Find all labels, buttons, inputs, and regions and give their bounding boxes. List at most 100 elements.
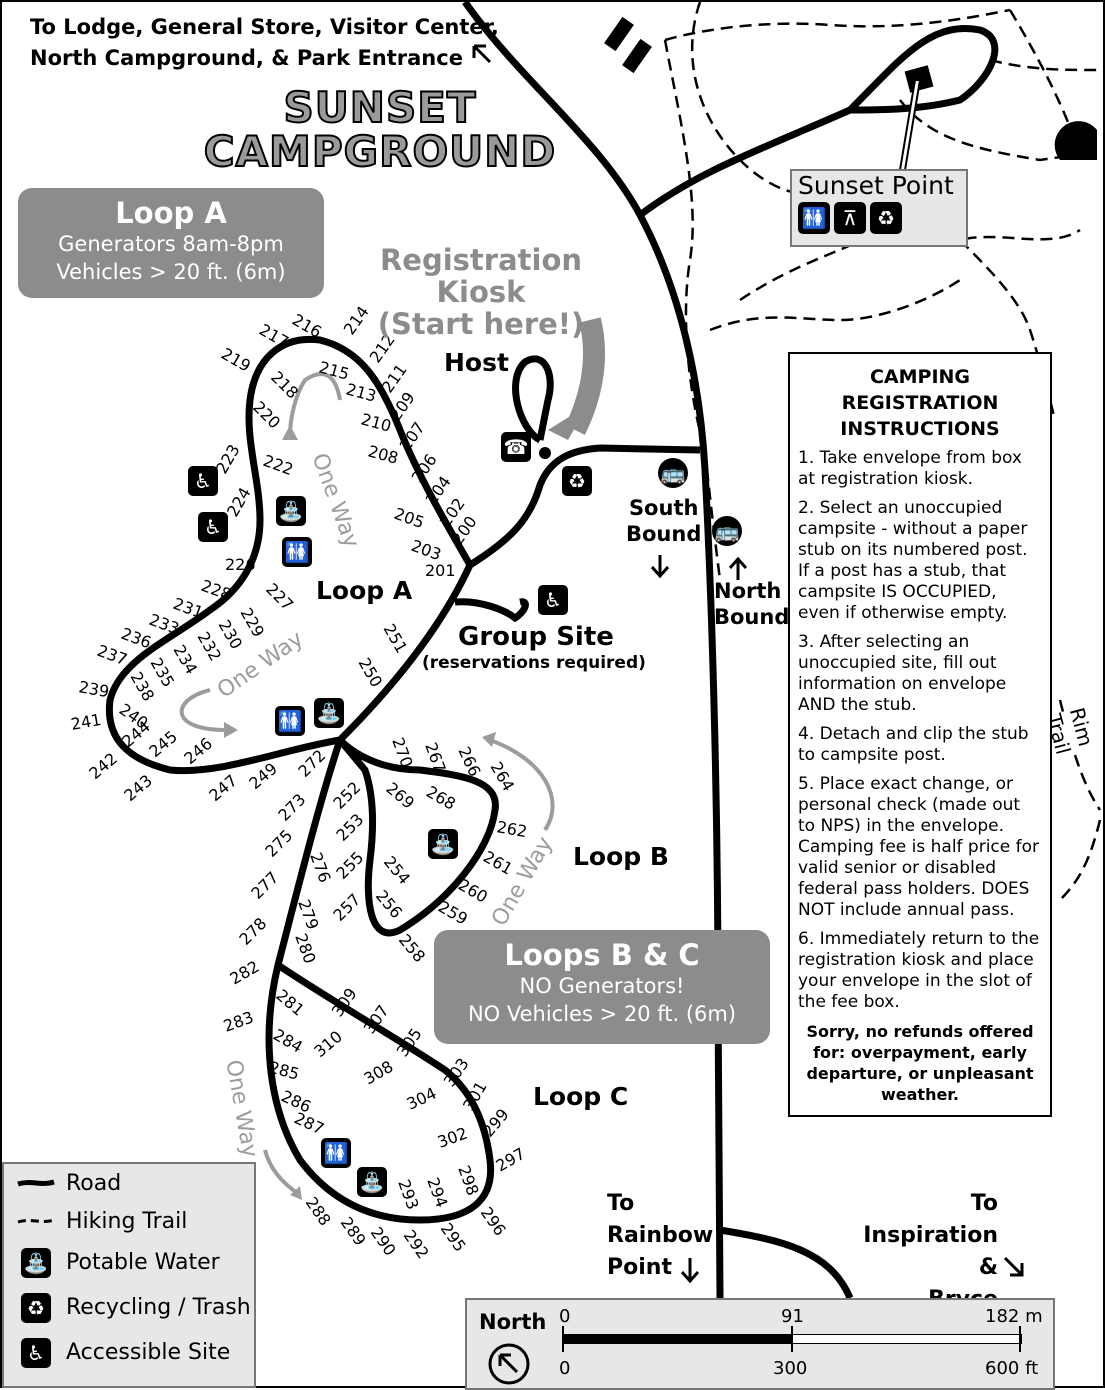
svg-text:276: 276: [306, 850, 334, 885]
loop-a-label: Loop A: [316, 576, 413, 605]
legend-label: Road: [66, 1170, 122, 1196]
svg-text:215: 215: [317, 358, 351, 384]
sunset-point-label: Sunset Point: [798, 171, 954, 200]
instruction-step: 5. Place exact change, or personal check…: [798, 774, 1040, 920]
svg-text:292: 292: [400, 1226, 433, 1262]
svg-text:201: 201: [425, 561, 456, 580]
recycling-icon: ♻: [562, 466, 592, 496]
north-bound-line-2: Bound: [714, 605, 790, 629]
svg-text:222: 222: [261, 451, 296, 479]
scale-bar-hollow: [792, 1334, 1022, 1344]
instructions-footer: Sorry, no refunds offered for: overpayme…: [806, 1022, 1034, 1104]
svg-text:277: 277: [247, 868, 282, 903]
map-legend: Road Hiking Trail ⛲ Potable Water ♻ Recy…: [2, 1162, 256, 1388]
hiking-trail-icon: [16, 1216, 56, 1226]
scale-ft-0: 0: [559, 1358, 571, 1379]
restroom-icon: 🚻: [275, 706, 305, 736]
campsite-numbers: 200 201 202 203 204 205 206 207 208 209 …: [69, 302, 528, 1262]
instructions-title-line-2: INSTRUCTIONS: [840, 418, 1000, 440]
to-rainbow-line-3: Point: [607, 1255, 672, 1280]
instruction-step: 1. Take envelope from box at registratio…: [798, 448, 1022, 489]
svg-text:258: 258: [395, 930, 429, 966]
svg-text:275: 275: [261, 826, 296, 861]
loop-a-box-generators: Generators 8am-8pm: [58, 232, 284, 256]
instruction-step: 3. After selecting an unoccupied site, f…: [798, 632, 1007, 715]
svg-text:247: 247: [205, 771, 241, 805]
svg-text:290: 290: [367, 1223, 400, 1259]
restroom-icon: 🚻: [282, 537, 312, 567]
viewpoint-icon: [1054, 121, 1097, 160]
restroom-icon: 🚻: [321, 1138, 351, 1168]
kiosk-arrowhead: [548, 405, 588, 440]
south-bound-line-2: Bound: [626, 522, 702, 546]
instruction-step: 2. Select an unoccupied campsite - witho…: [798, 498, 1028, 623]
scale-m-91: 91: [781, 1306, 804, 1327]
title-line-1: SUNSET: [282, 83, 477, 132]
south-bound-line-1: South: [628, 496, 699, 520]
loops-bc-info-box: Loops B & C NO Generators! NO Vehicles >…: [434, 930, 770, 1044]
svg-text:257: 257: [329, 890, 364, 925]
phone-icon: ☎: [501, 432, 531, 462]
accessible-icon: ♿: [198, 512, 228, 542]
registration-kiosk-label: Registration Kiosk (Start here!): [336, 244, 626, 340]
svg-text:283: 283: [221, 1007, 256, 1035]
svg-text:289: 289: [337, 1213, 370, 1249]
svg-text:293: 293: [394, 1177, 422, 1212]
legend-label: Potable Water: [66, 1250, 220, 1275]
accessible-icon: ♿: [538, 585, 568, 615]
parking-mark: [604, 16, 634, 52]
road-line-icon: [16, 1178, 56, 1188]
accessible-icon: ♿: [188, 466, 218, 496]
svg-text:278: 278: [235, 914, 270, 949]
potable-water-icon: ⛲: [314, 698, 344, 728]
svg-text:261: 261: [480, 847, 516, 879]
potable-water-icon: ⛲: [21, 1247, 51, 1278]
svg-text:269: 269: [382, 779, 418, 813]
legend-label: Hiking Trail: [66, 1208, 188, 1234]
parking-mark: [622, 38, 652, 74]
scale-bar-solid: [562, 1334, 792, 1344]
directions-line-1: To Lodge, General Store, Visitor Center,: [30, 15, 499, 39]
svg-text:226: 226: [225, 555, 256, 574]
loop-c-label: Loop C: [533, 1082, 629, 1111]
loop-a-box-title: Loop A: [115, 196, 227, 230]
svg-text:280: 280: [291, 931, 319, 966]
potable-water-icon: ⛲: [428, 829, 458, 859]
north-label: North: [479, 1310, 547, 1334]
svg-text:284: 284: [270, 1025, 306, 1057]
group-site-label: Group Site: [458, 622, 614, 652]
recycling-icon: ♻: [21, 1292, 51, 1323]
loop-b-label: Loop B: [573, 842, 669, 871]
svg-text:296: 296: [477, 1203, 510, 1239]
page-title: SUNSET CAMPGROUND: [190, 83, 570, 176]
bus-stop-icon: 🚌: [658, 458, 688, 488]
svg-text:254: 254: [380, 852, 414, 888]
directions-to-lodge: To Lodge, General Store, Visitor Center,…: [30, 12, 499, 74]
svg-text:262: 262: [495, 817, 528, 841]
kiosk-label-line-2: (Start here!): [377, 307, 585, 341]
loop-a-info-box: Loop A Generators 8am-8pm Vehicles > 20 …: [18, 188, 324, 298]
to-inspiration-line-1: To: [970, 1191, 998, 1216]
svg-text:281: 281: [272, 986, 308, 1020]
kiosk-dot: [539, 447, 551, 459]
potable-water-icon: ⛲: [276, 496, 306, 526]
svg-text:304: 304: [404, 1083, 440, 1113]
to-rainbow-point-label: To Rainbow Point: [607, 1188, 713, 1284]
instruction-step: 6. Immediately return to the registratio…: [798, 929, 1040, 1012]
svg-text:241: 241: [69, 710, 102, 734]
svg-text:273: 273: [274, 790, 309, 825]
svg-text:242: 242: [85, 749, 121, 783]
svg-text:203: 203: [409, 536, 444, 564]
accessible-icon: ♿: [21, 1337, 51, 1368]
svg-text:219: 219: [218, 344, 254, 376]
svg-text:250: 250: [355, 655, 387, 691]
sunset-point-box: Sunset Point 🚻 ⊼ ♻: [790, 169, 968, 247]
svg-text:279: 279: [294, 897, 322, 932]
legend-label: Recycling / Trash: [66, 1295, 251, 1320]
svg-text:251: 251: [380, 621, 412, 657]
svg-text:308: 308: [361, 1057, 397, 1089]
svg-text:243: 243: [120, 771, 156, 805]
north-arrow-icon: [488, 1343, 530, 1385]
title-line-2: CAMPGROUND: [203, 127, 557, 176]
scale-m-0: 0: [559, 1306, 571, 1327]
